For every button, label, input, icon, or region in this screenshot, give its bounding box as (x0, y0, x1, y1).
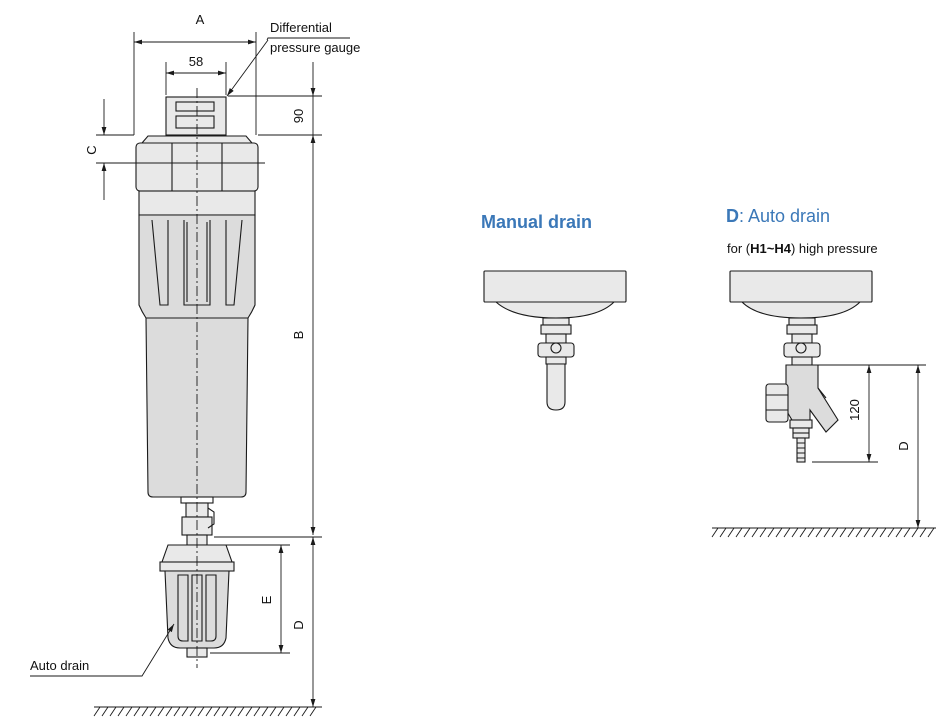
dim-label-a: A (196, 12, 205, 27)
auto-drain-subtitle: for (H1~H4) high pressure (727, 241, 878, 256)
dim-label-d-auto: D (896, 441, 911, 450)
dim-label-120: 120 (847, 399, 862, 421)
dim-label-d: D (291, 620, 306, 629)
auto-drain-title: D: Auto drain (726, 206, 830, 227)
manual-drain-drawing (483, 270, 627, 411)
subtitle-suffix: ) high pressure (790, 241, 878, 256)
dim-label-90: 90 (291, 109, 306, 123)
auto-drain-bowl (164, 570, 230, 649)
filter-main (135, 88, 259, 668)
dim-label-58: 58 (189, 54, 203, 69)
dimensions-main (30, 32, 350, 717)
subtitle-prefix: for ( (727, 241, 751, 256)
auto-drain-title-letter: D (726, 206, 739, 226)
dimensions-auto (711, 364, 936, 538)
auto-drain-drawing (729, 270, 873, 463)
auto-drain-label: Auto drain (30, 658, 89, 673)
dim-label-e: E (259, 595, 274, 604)
ground-hatch-auto (711, 527, 935, 538)
dim-label-b: B (291, 331, 306, 340)
auto-drain-title-text: : Auto drain (739, 206, 831, 226)
ground-hatch-main (93, 706, 317, 717)
subtitle-models: H1~H4 (750, 241, 791, 256)
dim-label-c: C (84, 145, 99, 154)
manual-drain-title: Manual drain (481, 212, 593, 232)
gauge-label-line2: pressure gauge (270, 40, 360, 55)
gauge-label-line1: Differential (270, 20, 332, 35)
